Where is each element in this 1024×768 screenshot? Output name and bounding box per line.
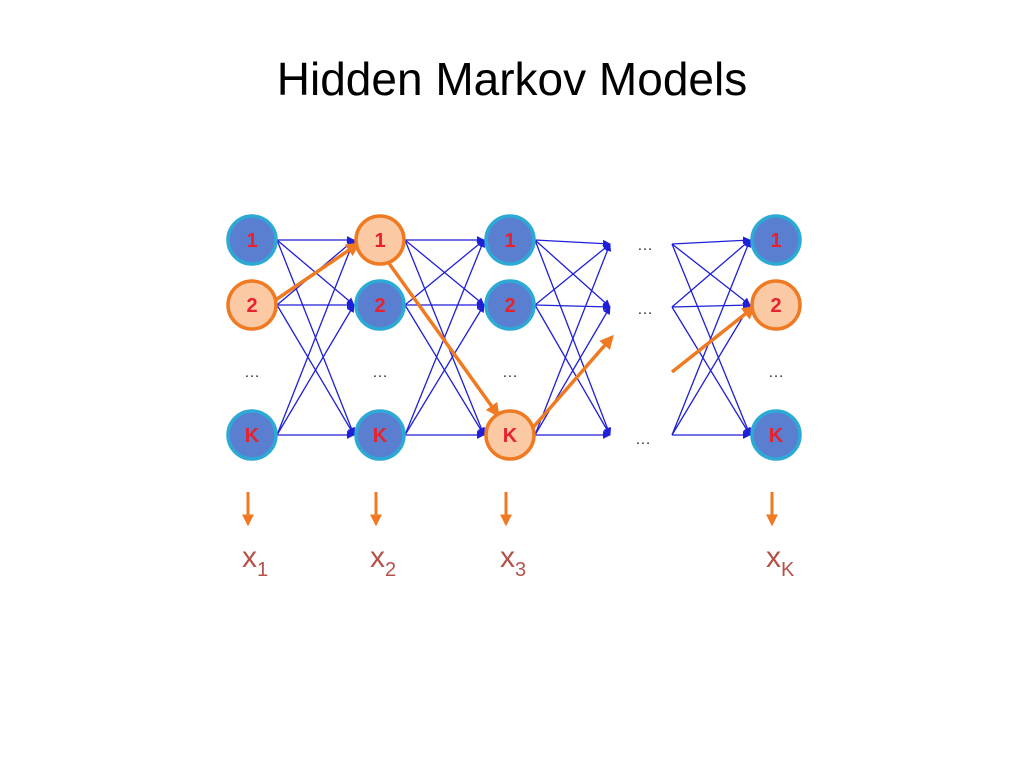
state-node — [484, 279, 536, 331]
state-label: 1 — [374, 230, 385, 252]
state-node — [226, 214, 278, 266]
transition-edge — [671, 304, 751, 436]
transition-edge — [534, 239, 611, 308]
transition-edge — [671, 301, 751, 310]
transition-edge — [534, 239, 612, 436]
path-arrow — [386, 260, 500, 418]
transition-edge — [671, 243, 751, 306]
observation-subscript: K — [781, 559, 795, 581]
observation-label: x3 — [500, 541, 526, 581]
time-ellipsis: … — [637, 237, 653, 254]
state-label: 2 — [246, 295, 257, 317]
state-label: 1 — [504, 230, 515, 252]
state-label: 2 — [504, 295, 515, 317]
transition-edge — [276, 304, 355, 436]
state-label: 1 — [770, 230, 781, 252]
observation-label: xK — [766, 541, 795, 581]
time-ellipsis: … — [635, 431, 651, 448]
state-node — [750, 214, 802, 266]
observation-subscript: 1 — [257, 559, 268, 581]
state-node — [484, 214, 536, 266]
transition-edge — [404, 304, 485, 436]
state-label: 2 — [770, 295, 781, 317]
transition-edge — [534, 243, 612, 436]
state-nodes: 1 2K 1 2K 1 2K 1 2K — [226, 214, 802, 461]
state-label: K — [503, 425, 518, 447]
transition-edge — [671, 236, 751, 245]
transition-edge — [534, 302, 611, 311]
transition-edge — [404, 239, 485, 306]
transition-edges — [276, 236, 752, 439]
highlighted-state-node — [226, 279, 278, 331]
time-ellipsis: … — [637, 301, 653, 318]
highlighted-state-node — [750, 279, 802, 331]
state-column-4: 1 2K — [750, 214, 802, 461]
observation-subscript: 2 — [385, 559, 396, 581]
state-label: K — [245, 425, 260, 447]
highlighted-state-node — [484, 409, 536, 461]
path-arrow — [670, 305, 757, 374]
state-label: 1 — [246, 230, 257, 252]
transition-edge — [534, 243, 611, 306]
transition-edge — [671, 239, 752, 436]
path-arrow — [273, 242, 361, 303]
state-ellipsis: … — [372, 364, 388, 381]
viterbi-path — [273, 242, 757, 433]
state-column-1: 1 2K — [226, 214, 278, 461]
observation-label: x2 — [370, 541, 396, 581]
state-label: K — [769, 425, 784, 447]
state-node — [750, 409, 802, 461]
state-ellipsis: … — [244, 364, 260, 381]
state-node — [354, 279, 406, 331]
transition-edge — [404, 239, 485, 436]
state-ellipsis: … — [768, 364, 784, 381]
state-column-2: 1 2K — [354, 214, 406, 461]
state-node — [354, 409, 406, 461]
state-label: 2 — [374, 295, 385, 317]
observations: x1 x2 x3 xK — [242, 492, 795, 581]
ellipsis-marks: … … … … … … … — [244, 237, 784, 448]
transition-edge — [534, 306, 611, 436]
state-ellipsis: … — [502, 364, 518, 381]
highlighted-state-node — [354, 214, 406, 266]
observation-label: x1 — [242, 541, 268, 581]
observation-subscript: 3 — [515, 559, 526, 581]
state-label: K — [373, 425, 388, 447]
state-column-3: 1 2K — [484, 214, 536, 461]
transition-edge — [276, 239, 356, 436]
transition-edge — [534, 239, 611, 248]
path-arrow — [528, 334, 614, 433]
transition-edge — [671, 239, 751, 308]
state-node — [226, 409, 278, 461]
slide-title: Hidden Markov Models — [276, 53, 748, 105]
